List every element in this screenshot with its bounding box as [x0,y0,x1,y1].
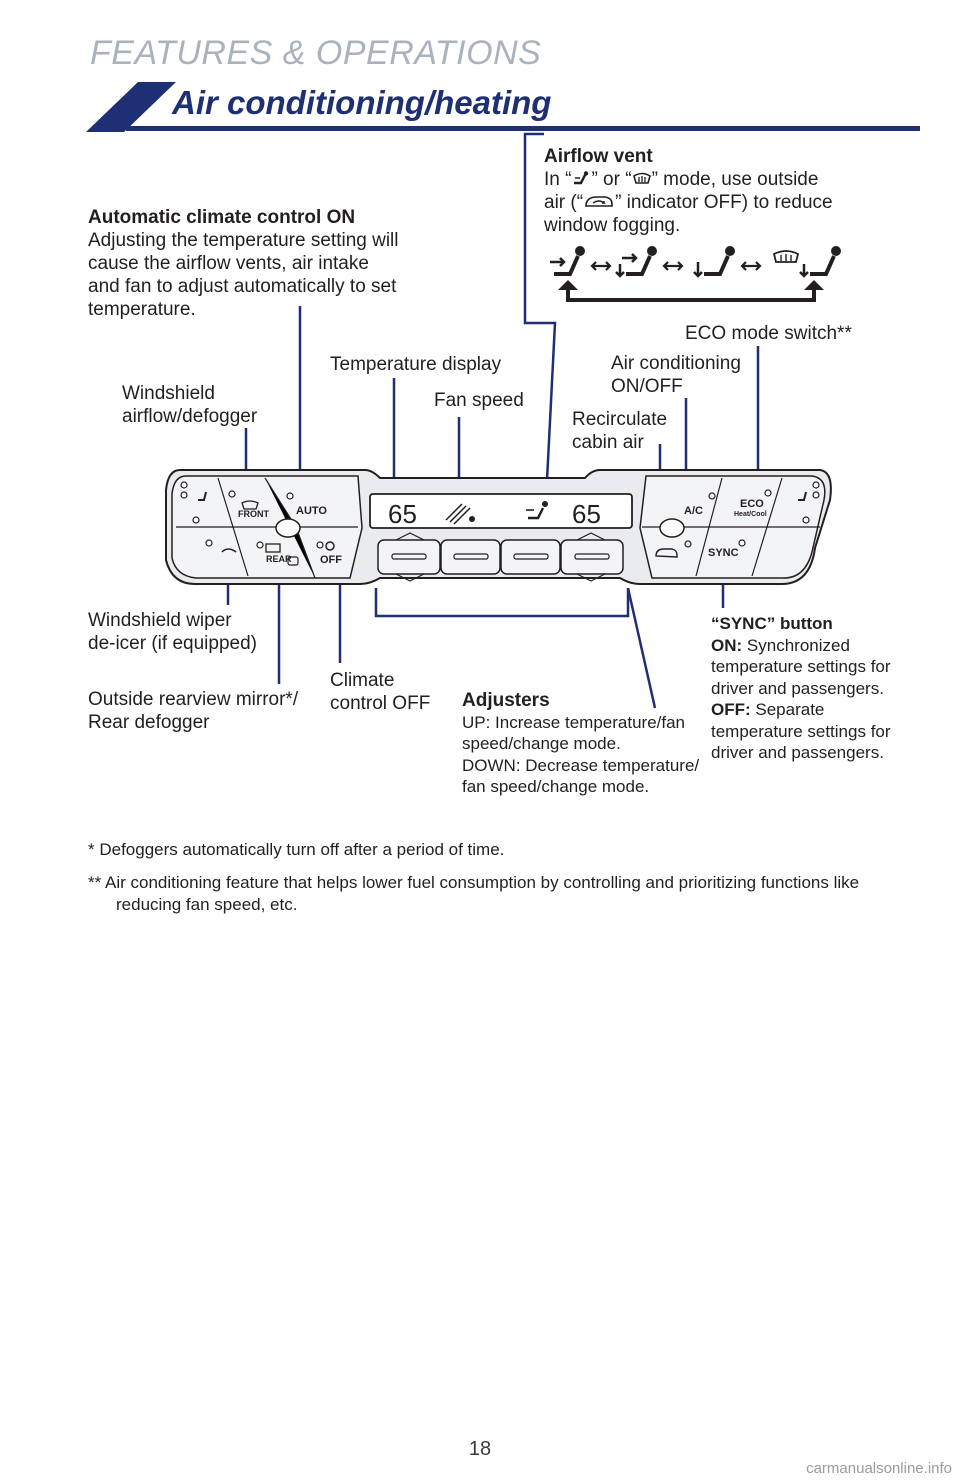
sync-button-label: SYNC [708,547,739,559]
seat-heater-right-icon [798,491,807,501]
double-arrow-icon [590,261,612,271]
auto-on-body-2: cause the airflow vents, air intake [88,253,369,274]
recirculate-button-icon [655,548,678,558]
windshield-defrost-icon [632,170,652,186]
feet-defrost-mode-icon [571,170,591,186]
auto-on-body-4: temperature. [88,299,196,320]
display-airflow-icon [526,501,548,520]
adjuster-switches [377,532,624,582]
adjusters-title: Adjusters [462,690,550,711]
auto-on-title: Automatic climate control ON [88,207,356,228]
footnote-defoggers: * Defoggers automatically turn off after… [88,840,505,859]
rear-button-label: REAR [266,554,292,564]
right-temp-readout: 65 [572,499,601,529]
double-arrow-icon-3 [740,261,762,271]
auto-on-body-3: and fan to adjust automatically to set [88,276,397,297]
section-title: FEATURES & OPERATIONS [90,34,542,72]
control-panel-diagram: FRONT REAR AUTO OFF A/C ECO Heat/Cool SY… [165,132,832,709]
face-feet-mode-icon [615,246,657,278]
front-button-label: FRONT [238,509,269,519]
fan-speed-label: Fan speed [434,390,524,411]
adjusters-body-3: DOWN: Decrease temperature/ [462,755,700,775]
ac-button-label: A/C [684,505,703,517]
face-mode-icon [550,246,585,276]
auto-button-label: AUTO [296,505,327,517]
adjusters-body-1: UP: Increase temperature/fan [462,712,686,732]
front-defrost-icon [241,500,259,510]
page-title: Air conditioning/heating [172,84,552,121]
mirror-heater-icon [287,556,299,566]
title-banner [86,82,920,132]
airflow-mode-sequence [550,246,841,302]
left-temp-readout: 65 [388,499,417,529]
auto-on-body-1: Adjusting the temperature setting will [88,230,399,251]
leader-lines [226,132,760,709]
airflow-vent-callout: Airflow vent In “ ” or “ ” mode, use out… [544,145,833,237]
wiper-deicer-icon [221,548,237,553]
sync-title: “SYNC” button [711,614,833,633]
fan-speed-bars [445,503,471,525]
fan-off-icon [325,541,335,551]
fan-icon [469,516,475,522]
cycle-arrow-icon [558,280,824,302]
airflow-vent-title: Airflow vent [544,146,653,167]
auto-on-callout: Automatic climate control ON Adjusting t… [88,206,399,321]
temp-display-label: Temperature display [330,354,502,375]
feet-defrost-mode-icon-large [772,246,841,278]
double-arrow-icon-2 [662,261,684,271]
adjusters-body-4: fan speed/change mode. [462,777,650,796]
climate-control-panel: FRONT REAR AUTO OFF A/C ECO Heat/Cool SY… [165,469,832,586]
page-number: 18 [468,1438,492,1460]
off-button-label: OFF [320,554,342,566]
adjusters-callout: Adjusters UP: Increase temperature/fan s… [462,690,699,798]
airflow-vent-line1: In “ ” or “ ” mode, use outside [544,169,819,190]
adjusters-body-2: speed/change mode. [462,734,621,753]
seat-heater-left-icon [198,491,207,501]
eco-button-sublabel: Heat/Cool [734,511,767,518]
airflow-vent-line3: window fogging. [544,215,681,236]
sync-callout: “SYNC” button ON: Synchronized temperatu… [711,614,891,762]
footnote-eco-line2: reducing fan speed, etc. [116,895,298,914]
rear-defrost-icon [265,543,281,553]
watermark: carmanualsonline.info [806,1460,952,1477]
eco-button-label: ECO [740,498,764,510]
footnote-eco-line1: ** Air conditioning feature that helps l… [88,873,860,892]
airflow-vent-line2: air (“ ” indicator OFF) to reduce [544,192,833,213]
mirror-rear-defogger-label: Outside rearview mirror*/Rear defogger [88,689,299,733]
feet-mode-icon [693,246,735,278]
recirculate-icon [583,193,615,209]
eco-switch-label: ECO mode switch** [685,323,852,344]
